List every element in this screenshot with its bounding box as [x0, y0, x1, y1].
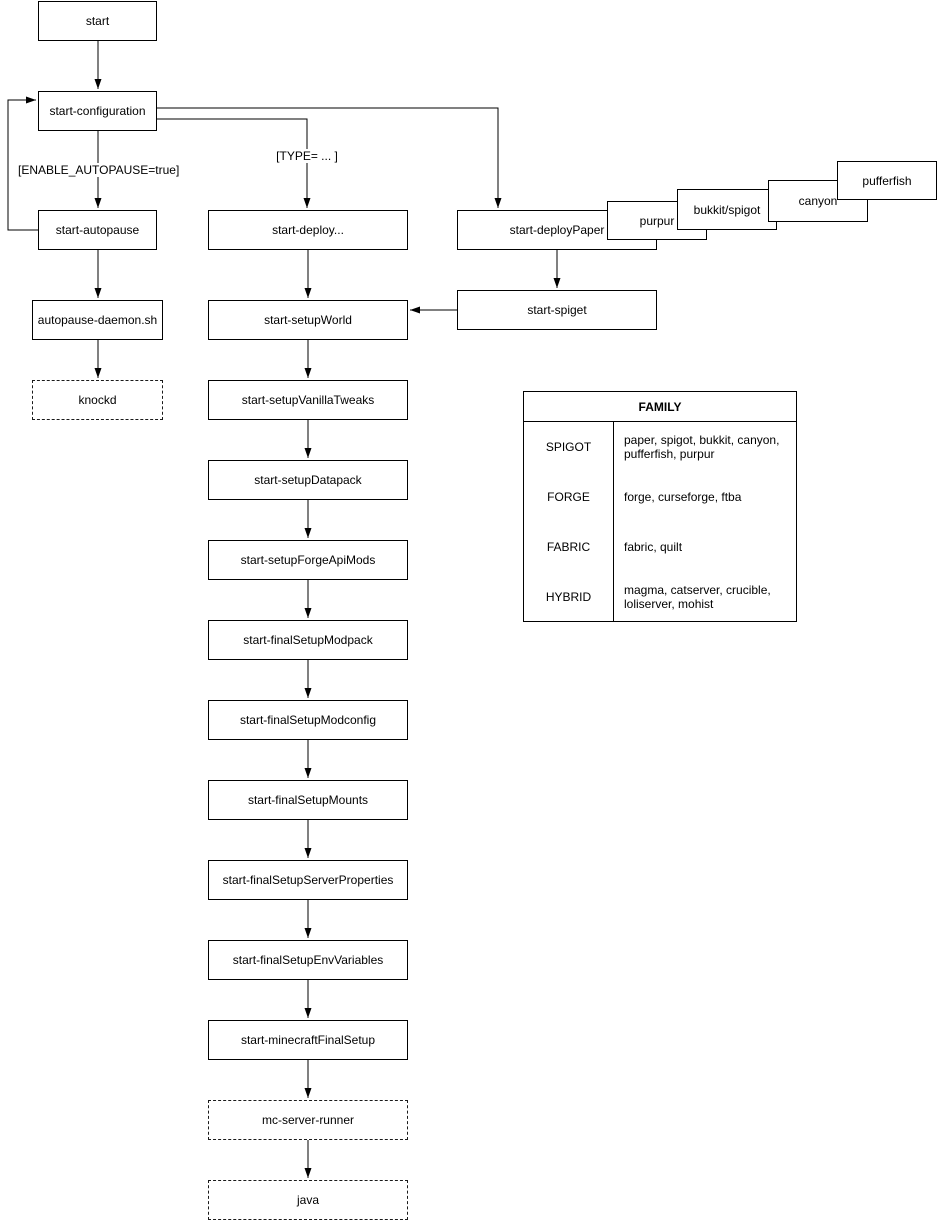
- node-start-final-setup-mounts: start-finalSetupMounts: [208, 780, 408, 820]
- node-start-setup-vanilla-tweaks: start-setupVanillaTweaks: [208, 380, 408, 420]
- family-name-hybrid: HYBRID: [524, 572, 614, 622]
- node-start: start: [38, 1, 157, 41]
- edge-label-enable-autopause: [ENABLE_AUTOPAUSE=true]: [18, 163, 180, 177]
- table-row: SPIGOT paper, spigot, bukkit, canyon, pu…: [524, 422, 796, 472]
- family-members-fabric: fabric, quilt: [624, 540, 683, 554]
- family-table: FAMILY SPIGOT paper, spigot, bukkit, can…: [523, 391, 797, 622]
- node-start-configuration: start-configuration: [38, 91, 157, 131]
- node-java: java: [208, 1180, 408, 1220]
- node-mc-server-runner: mc-server-runner: [208, 1100, 408, 1140]
- node-bukkit-spigot: bukkit/spigot: [677, 189, 777, 230]
- node-start-final-setup-env-variables: start-finalSetupEnvVariables: [208, 940, 408, 980]
- family-table-title: FAMILY: [524, 392, 796, 422]
- node-start-setup-world: start-setupWorld: [208, 300, 408, 340]
- node-start-minecraft-final-setup: start-minecraftFinalSetup: [208, 1020, 408, 1060]
- node-start-final-setup-server-properties: start-finalSetupServerProperties: [208, 860, 408, 900]
- node-pufferfish: pufferfish: [837, 161, 937, 200]
- node-canyon: canyon: [768, 180, 868, 222]
- node-start-autopause: start-autopause: [38, 210, 157, 250]
- node-start-spiget: start-spiget: [457, 290, 657, 330]
- table-row: HYBRID magma, catserver, crucible, lolis…: [524, 572, 796, 622]
- node-start-setup-forge-api-mods: start-setupForgeApiMods: [208, 540, 408, 580]
- family-members-forge: forge, curseforge, ftba: [624, 490, 742, 504]
- node-autopause-daemon: autopause-daemon.sh: [32, 300, 163, 340]
- edge-configuration-to-deploy: [157, 118, 311, 208]
- node-start-final-setup-modconfig: start-finalSetupModconfig: [208, 700, 408, 740]
- edge-label-type: [TYPE= ... ]: [257, 149, 357, 163]
- family-name-spigot: SPIGOT: [524, 422, 614, 472]
- edge-autopause-loop-to-configuration: [7, 96, 38, 231]
- table-row: FORGE forge, curseforge, ftba: [524, 472, 796, 522]
- node-knockd: knockd: [32, 380, 163, 420]
- node-start-final-setup-modpack: start-finalSetupModpack: [208, 620, 408, 660]
- family-members-spigot: paper, spigot, bukkit, canyon, pufferfis…: [624, 433, 780, 461]
- node-start-deploy: start-deploy...: [208, 210, 408, 250]
- family-members-hybrid: magma, catserver, crucible, loliserver, …: [624, 583, 771, 611]
- edge-configuration-to-deploy-paper: [157, 107, 502, 208]
- table-row: FABRIC fabric, quilt: [524, 522, 796, 572]
- family-name-fabric: FABRIC: [524, 522, 614, 572]
- node-start-setup-datapack: start-setupDatapack: [208, 460, 408, 500]
- family-name-forge: FORGE: [524, 472, 614, 522]
